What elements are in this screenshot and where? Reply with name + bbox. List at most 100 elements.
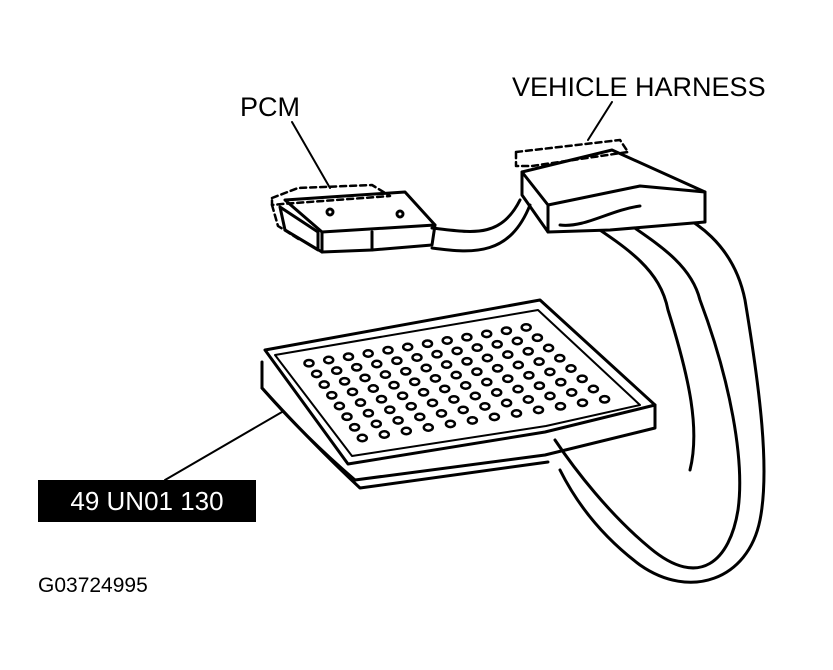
terminal-hole bbox=[342, 352, 355, 362]
terminal-hole bbox=[488, 412, 501, 422]
terminal-hole bbox=[421, 339, 434, 349]
terminal-hole bbox=[565, 364, 577, 373]
terminal-hole bbox=[378, 430, 391, 439]
terminal-hole bbox=[384, 405, 396, 415]
terminal-hole bbox=[565, 388, 578, 397]
terminal-hole bbox=[510, 408, 523, 418]
tool-leader-line bbox=[164, 411, 283, 481]
pcm-connector bbox=[278, 190, 437, 254]
terminal-hole bbox=[435, 408, 448, 418]
terminal-hole bbox=[457, 405, 469, 415]
terminal-hole bbox=[459, 381, 472, 390]
terminal-hole bbox=[429, 373, 442, 383]
terminal-hole bbox=[405, 401, 417, 411]
terminal-hole bbox=[502, 374, 514, 384]
terminal-hole bbox=[350, 362, 363, 372]
terminal-hole bbox=[471, 367, 483, 377]
leader-lines bbox=[164, 101, 613, 481]
terminal-hole bbox=[338, 376, 351, 386]
terminal-hole bbox=[330, 366, 343, 376]
terminal-hole bbox=[322, 355, 335, 365]
terminal-hole bbox=[444, 419, 457, 429]
terminal-hole bbox=[512, 384, 524, 394]
terminal-hole bbox=[348, 422, 361, 432]
terminal-hole-grid bbox=[303, 322, 611, 443]
terminal-hole bbox=[391, 356, 403, 366]
terminal-hole bbox=[388, 380, 400, 390]
terminal-hole bbox=[522, 395, 535, 404]
terminal-hole bbox=[555, 377, 567, 387]
terminal-hole bbox=[466, 415, 479, 425]
terminal-hole bbox=[451, 346, 463, 356]
terminal-hole bbox=[333, 401, 346, 411]
terminal-hole bbox=[414, 412, 426, 422]
terminal-hole bbox=[471, 343, 483, 353]
terminal-hole bbox=[542, 343, 555, 353]
terminal-hole bbox=[520, 322, 532, 332]
terminal-hole bbox=[431, 349, 443, 359]
terminal-hole bbox=[576, 374, 588, 384]
terminal-hole bbox=[522, 346, 534, 356]
terminal-hole bbox=[422, 423, 435, 432]
terminal-hole bbox=[554, 401, 567, 411]
terminal-hole bbox=[362, 408, 375, 418]
terminal-hole bbox=[523, 370, 535, 380]
terminal-hole bbox=[533, 381, 546, 391]
terminal-hole bbox=[359, 373, 371, 383]
terminal-hole bbox=[532, 405, 545, 415]
terminal-hole bbox=[480, 329, 493, 339]
terminal-hole bbox=[481, 377, 493, 387]
terminal-hole bbox=[362, 349, 374, 358]
terminal-hole bbox=[411, 353, 423, 362]
terminal-hole bbox=[461, 332, 473, 342]
terminal-hole bbox=[511, 336, 524, 346]
terminal-hole bbox=[587, 384, 600, 394]
terminal-hole bbox=[598, 394, 611, 404]
terminal-hole bbox=[375, 394, 388, 404]
pcm-leader-line bbox=[291, 121, 331, 189]
terminal-hole bbox=[502, 350, 514, 360]
terminal-hole bbox=[401, 342, 414, 352]
terminal-hole bbox=[479, 401, 491, 411]
terminal-hole bbox=[346, 387, 359, 397]
terminal-hole bbox=[382, 345, 394, 355]
harness-mating-outline bbox=[514, 138, 630, 168]
terminal-hole bbox=[544, 367, 556, 377]
terminal-hole bbox=[396, 391, 409, 401]
terminal-hole bbox=[326, 390, 338, 400]
terminal-hole bbox=[420, 363, 432, 373]
breakout-box bbox=[260, 298, 657, 490]
terminal-hole bbox=[400, 366, 412, 376]
terminal-hole bbox=[303, 358, 315, 368]
terminal-hole bbox=[491, 339, 503, 349]
pcm-cable bbox=[430, 198, 532, 253]
terminal-hole bbox=[554, 353, 566, 363]
tool-number-badge: 49 UN01 130 bbox=[38, 480, 256, 522]
vehicle-harness-label: VEHICLE HARNESS bbox=[512, 72, 766, 102]
pcm-mating-outline bbox=[270, 183, 392, 242]
terminal-hole bbox=[544, 391, 556, 401]
terminal-hole bbox=[310, 369, 323, 379]
terminal-hole bbox=[354, 398, 367, 408]
terminal-hole bbox=[512, 360, 525, 370]
terminal-hole bbox=[318, 380, 330, 390]
terminal-hole bbox=[379, 370, 392, 380]
terminal-hole bbox=[417, 387, 430, 397]
terminal-hole bbox=[441, 336, 453, 345]
terminal-hole bbox=[450, 370, 462, 380]
terminal-hole bbox=[392, 415, 404, 425]
terminal-hole bbox=[356, 433, 369, 443]
terminal-hole bbox=[426, 398, 439, 408]
figure-id: G03724995 bbox=[38, 574, 148, 597]
harness-leader-line bbox=[587, 101, 613, 141]
pcm-label: PCM bbox=[240, 92, 300, 122]
terminal-hole bbox=[408, 377, 421, 387]
terminal-hole bbox=[371, 359, 383, 369]
terminal-hole bbox=[481, 353, 494, 363]
terminal-hole bbox=[490, 388, 503, 397]
terminal-hole bbox=[440, 360, 453, 370]
terminal-hole bbox=[500, 398, 513, 408]
terminal-hole bbox=[370, 419, 383, 429]
ribbon-cable bbox=[553, 198, 766, 584]
